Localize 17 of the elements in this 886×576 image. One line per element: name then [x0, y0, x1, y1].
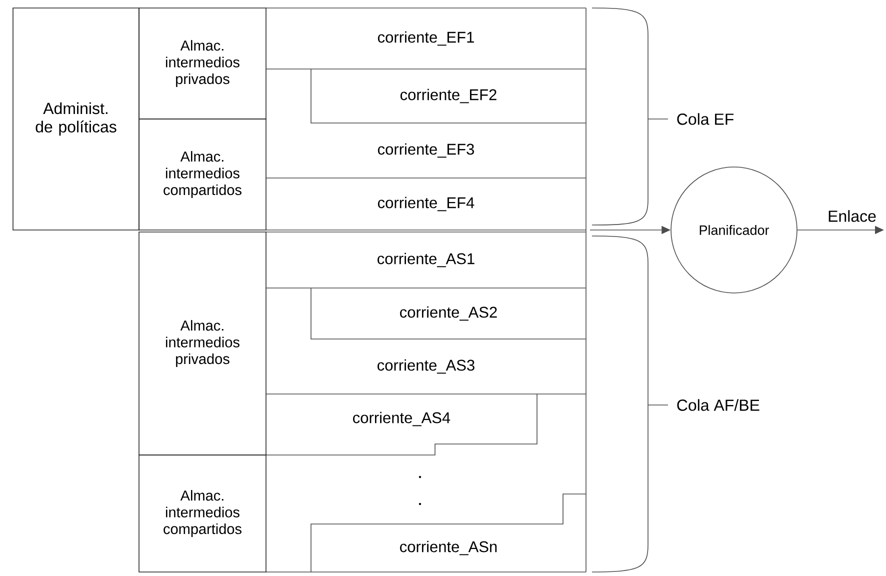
stream-row: corriente_ASn — [400, 540, 497, 556]
buffer-box: Administ. de políticas — [12, 8, 140, 230]
stream-row: corriente_EF3 — [378, 143, 474, 158]
stream-row: corriente_AS3 — [378, 359, 474, 374]
buffer-box: Almac. intermedios compartidos — [138, 118, 266, 230]
stream-row: corriente_EF1 — [378, 31, 474, 46]
stream-row: corriente_AS4 — [353, 412, 450, 426]
queue-label: Cola AF/BE — [677, 399, 760, 411]
stream-row: corriente_EF2 — [400, 88, 496, 104]
stream-row: corriente_AS2 — [400, 306, 497, 321]
queue-label: Cola EF — [677, 113, 734, 125]
stream-row: corriente_EF4 — [378, 196, 474, 212]
buffer-box: Almac. intermedios privados — [138, 8, 266, 120]
stream-row: corriente_AS1 — [378, 252, 474, 268]
buffer-box: Almac. intermedios compartidos — [138, 454, 266, 572]
buffer-box: Almac. intermedios privados — [138, 232, 266, 456]
edge-label: Enlace — [828, 210, 876, 222]
